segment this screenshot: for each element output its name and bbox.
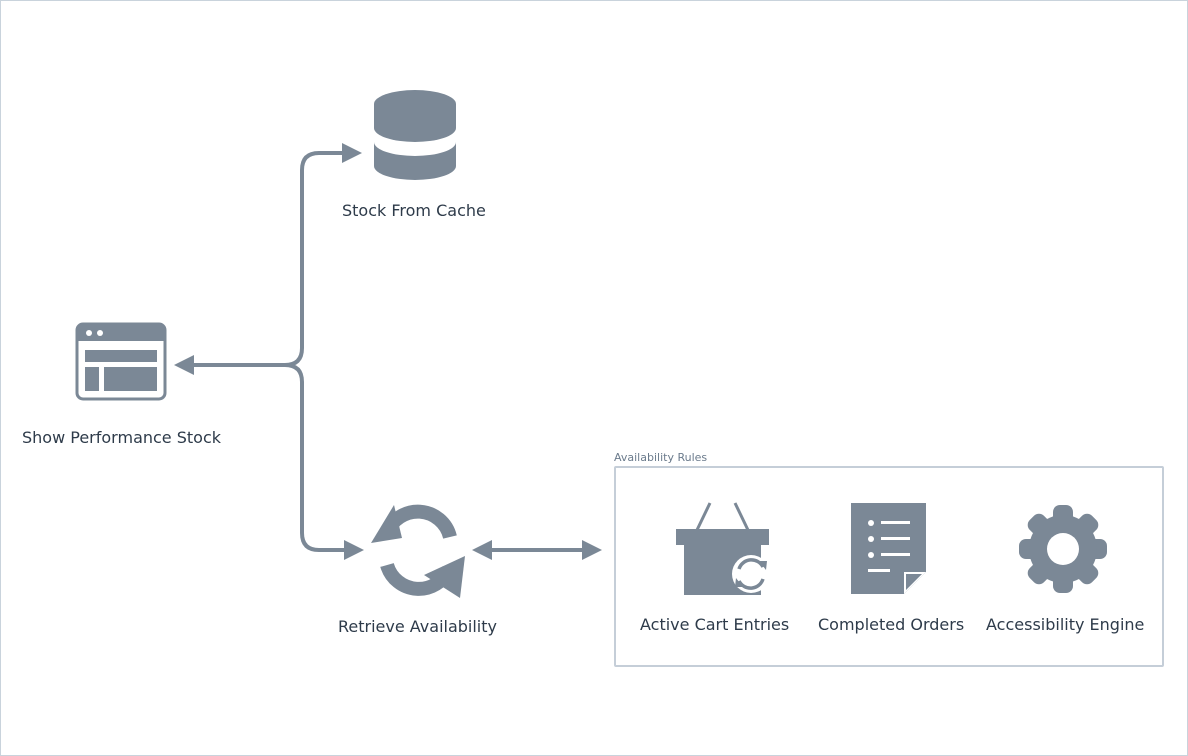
sync-icon xyxy=(371,504,465,598)
document-list-icon xyxy=(851,503,926,594)
node-label-orders: Completed Orders xyxy=(818,615,965,634)
connector-show-to-retrieve xyxy=(284,363,364,560)
database-icon xyxy=(374,90,456,180)
node-label-show: Show Performance Stock xyxy=(22,428,222,447)
basket-sync-icon xyxy=(676,502,770,595)
availability-rules-group xyxy=(614,466,1164,667)
group-title: Availability Rules xyxy=(614,451,708,464)
connector-show-to-cache xyxy=(178,143,362,367)
connectors xyxy=(174,143,602,560)
node-label-retrieve: Retrieve Availability xyxy=(338,617,497,636)
node-label-cache: Stock From Cache xyxy=(342,201,486,220)
node-label-engine: Accessibility Engine xyxy=(986,615,1145,634)
node-label-cart: Active Cart Entries xyxy=(640,615,790,634)
gear-icon xyxy=(1019,505,1107,593)
browser-window-icon xyxy=(75,322,167,401)
